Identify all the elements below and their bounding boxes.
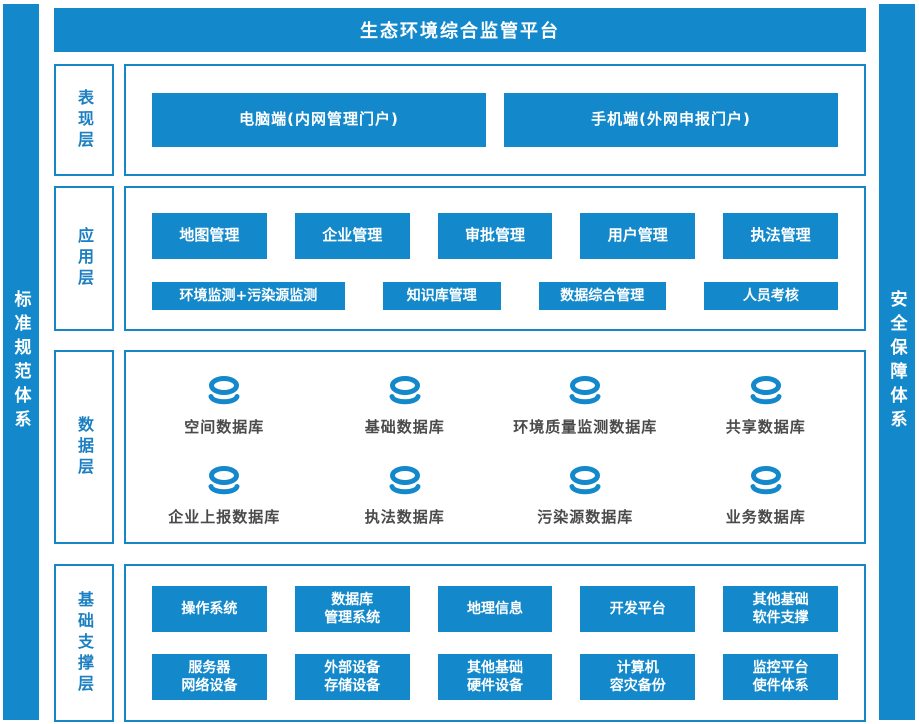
- diagram-box-map-management: 地图管理: [152, 213, 267, 259]
- application-row-1: 地图管理 企业管理 审批管理 用户管理 执法管理: [152, 213, 838, 259]
- layer-content: 电脑端(内网管理门户) 手机端(外网申报门户): [124, 64, 866, 176]
- diagram-box-mobile-portal: 手机端(外网申报门户): [504, 93, 838, 147]
- database-label: 基础数据库: [364, 417, 445, 436]
- layer-content: 空间数据库 基础数据库 环境质量监测数据库: [124, 350, 866, 544]
- database-item: 企业上报数据库: [134, 456, 315, 536]
- database-icon: [389, 375, 421, 404]
- database-item: 空间数据库: [134, 366, 315, 446]
- diagram-box-env-pollution-monitoring: 环境监测+污染源监测: [152, 282, 345, 310]
- layer-label-box: 数据层: [54, 350, 114, 544]
- layer-label-box: 应用层: [54, 186, 114, 331]
- layer-label: 数据层: [75, 415, 94, 479]
- database-label: 企业上报数据库: [168, 507, 281, 526]
- diagram-box-data-integration: 数据综合管理: [538, 282, 666, 310]
- infrastructure-row-1: 操作系统 数据库 管理系统 地理信息 开发平台 其他基础 软件支撑: [152, 586, 838, 632]
- layer-content: 操作系统 数据库 管理系统 地理信息 开发平台 其他基础 软件支撑 服务器 网络…: [124, 564, 866, 722]
- layer-label-box: 表现层: [54, 64, 114, 176]
- diagram-box-other-software-support: 其他基础 软件支撑: [723, 586, 838, 632]
- infrastructure-row-2: 服务器 网络设备 外部设备 存储设备 其他基础 硬件设备 计算机 容灾备份 监控…: [152, 654, 838, 700]
- application-row-2: 环境监测+污染源监测 知识库管理 数据综合管理 人员考核: [152, 282, 838, 310]
- diagram-box-gis: 地理信息: [437, 586, 553, 632]
- database-icon: [208, 465, 240, 494]
- layer-presentation: 表现层 电脑端(内网管理门户) 手机端(外网申报门户): [54, 64, 866, 176]
- diagram-box-dbms: 数据库 管理系统: [294, 586, 410, 632]
- database-icon: [569, 375, 601, 404]
- right-banner-security-system: 安全保障体系: [879, 4, 915, 720]
- layer-application: 应用层 地图管理 企业管理 审批管理 用户管理 执法管理 环境监测+污染源监测 …: [54, 186, 866, 331]
- layer-label-box: 基础支撑层: [54, 564, 114, 722]
- database-item: 共享数据库: [676, 366, 857, 446]
- database-icon: [389, 465, 421, 494]
- left-banner-label: 标准规范体系: [10, 290, 31, 434]
- diagram-box-other-hardware: 其他基础 硬件设备: [437, 654, 553, 700]
- diagram-box-dev-platform: 开发平台: [580, 586, 696, 632]
- database-icon: [750, 465, 782, 494]
- diagram-box-user-management: 用户管理: [580, 213, 696, 259]
- layer-data: 数据层 空间数据库 基础数据库: [54, 350, 866, 544]
- platform-title: 生态环境综合监管平台: [360, 21, 560, 42]
- database-label: 业务数据库: [725, 507, 806, 526]
- database-icon: [569, 465, 601, 494]
- diagram-box-monitoring-platform: 监控平台 使件体系: [723, 654, 838, 700]
- diagram-box-personnel-assessment: 人员考核: [703, 282, 838, 310]
- database-item: 污染源数据库: [495, 456, 676, 536]
- layer-content: 地图管理 企业管理 审批管理 用户管理 执法管理 环境监测+污染源监测 知识库管…: [124, 186, 866, 331]
- layer-label: 表现层: [75, 88, 94, 152]
- diagram-box-server-network: 服务器 网络设备: [152, 654, 267, 700]
- database-label: 共享数据库: [725, 417, 806, 436]
- database-label: 执法数据库: [364, 507, 445, 526]
- database-item: 基础数据库: [315, 366, 496, 446]
- diagram-box-operating-system: 操作系统: [152, 586, 267, 632]
- database-icon: [750, 375, 782, 404]
- database-label: 污染源数据库: [537, 507, 634, 526]
- diagram-box-approval-management: 审批管理: [437, 213, 553, 259]
- database-label: 环境质量监测数据库: [513, 417, 658, 436]
- left-banner-standards-system: 标准规范体系: [3, 4, 39, 720]
- database-label: 空间数据库: [184, 417, 265, 436]
- diagram-box-pc-portal: 电脑端(内网管理门户): [152, 93, 486, 147]
- database-icon: [208, 375, 240, 404]
- diagram-box-knowledge-base: 知识库管理: [382, 282, 501, 310]
- database-item: 执法数据库: [315, 456, 496, 536]
- diagram-box-external-storage: 外部设备 存储设备: [294, 654, 410, 700]
- diagram-box-enterprise-management: 企业管理: [294, 213, 410, 259]
- diagram-box-disaster-backup: 计算机 容灾备份: [580, 654, 696, 700]
- diagram-box-enforcement-management: 执法管理: [723, 213, 838, 259]
- layer-label: 基础支撑层: [75, 590, 94, 696]
- platform-title-bar: 生态环境综合监管平台: [54, 8, 866, 52]
- database-item: 环境质量监测数据库: [495, 366, 676, 446]
- right-banner-label: 安全保障体系: [886, 290, 907, 434]
- database-item: 业务数据库: [676, 456, 857, 536]
- layer-infrastructure: 基础支撑层 操作系统 数据库 管理系统 地理信息 开发平台 其他基础 软件支撑 …: [54, 564, 866, 722]
- layer-label: 应用层: [75, 227, 94, 290]
